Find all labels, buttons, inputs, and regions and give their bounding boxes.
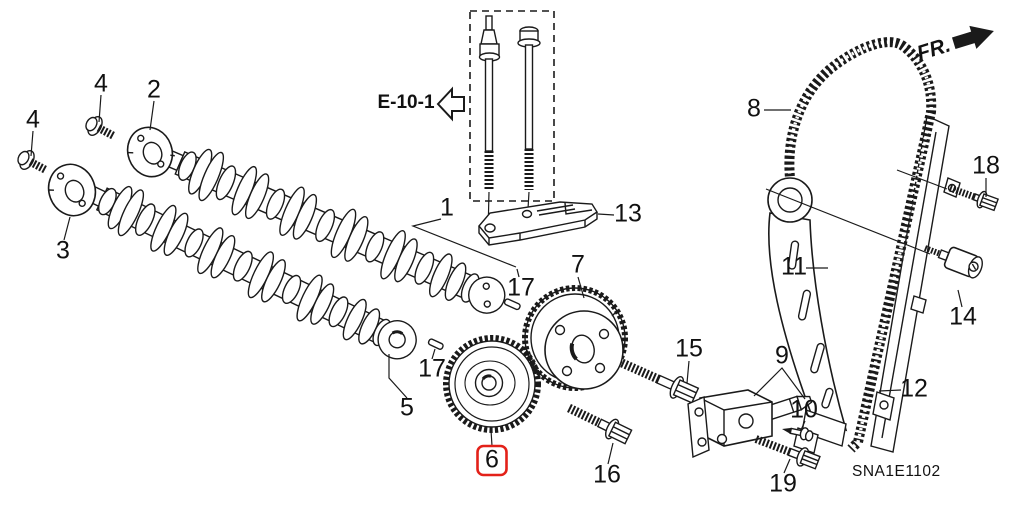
callout-6-highlighted[interactable]: 6 xyxy=(485,446,499,474)
pivot-bolt-14 xyxy=(923,245,983,279)
flange-bolt-4-left xyxy=(17,150,49,174)
flange-bolt-4-mid xyxy=(85,116,117,140)
flange-bolt-15 xyxy=(620,358,700,404)
cam-chain-guide-plate xyxy=(478,201,598,246)
callout-11[interactable]: 11 xyxy=(781,253,807,281)
frame-reference-arrow-icon xyxy=(436,86,465,122)
front-direction-indicator: FR. xyxy=(914,25,994,65)
callouts: 4 4 2 3 1 13 17 7 17 5 6 15 16 8 11 18 1… xyxy=(26,70,1000,498)
long-flange-bolt xyxy=(517,26,541,227)
tensioner-pin-10 xyxy=(782,427,814,442)
chain-tensioner xyxy=(687,389,813,459)
callout-7[interactable]: 7 xyxy=(571,251,585,279)
callout-2[interactable]: 2 xyxy=(147,76,161,104)
callout-19[interactable]: 19 xyxy=(769,470,797,498)
front-direction-arrow-icon xyxy=(951,25,994,49)
dowel-pin-lower xyxy=(427,338,444,350)
cam-chain-guide-a xyxy=(767,177,848,454)
guide-bolt-axis-line xyxy=(896,169,948,190)
cam-end-plate-2 xyxy=(126,126,175,178)
callout-13[interactable]: 13 xyxy=(614,200,642,228)
callout-4-left[interactable]: 4 xyxy=(26,106,40,134)
callout-15[interactable]: 15 xyxy=(675,335,703,363)
vtc-actuator-sprocket xyxy=(522,285,628,391)
callout-3[interactable]: 3 xyxy=(56,237,70,265)
callout-17-upper[interactable]: 17 xyxy=(507,274,535,302)
callout-17-lower[interactable]: 17 xyxy=(418,355,446,383)
callout-12[interactable]: 12 xyxy=(900,375,928,403)
callout-8[interactable]: 8 xyxy=(747,95,761,123)
pivot-bolt-axis-line xyxy=(765,188,931,255)
timing-chain xyxy=(784,37,937,453)
callout-16[interactable]: 16 xyxy=(593,461,621,489)
dashed-reference-box xyxy=(469,10,555,235)
callout-18[interactable]: 18 xyxy=(972,152,1000,180)
callout-14[interactable]: 14 xyxy=(949,303,977,331)
dashed-box-outline xyxy=(469,10,555,202)
callout-1[interactable]: 1 xyxy=(440,194,454,222)
callout-9[interactable]: 9 xyxy=(775,342,789,370)
callout-10[interactable]: 10 xyxy=(790,396,818,424)
leader-lines xyxy=(30,94,987,474)
dowel-pin-upper xyxy=(503,298,521,311)
cam-end-plate-3 xyxy=(47,163,97,217)
frame-reference-label[interactable]: E-10-1 xyxy=(377,92,434,113)
flange-bolt-18 xyxy=(948,184,999,212)
callout-5[interactable]: 5 xyxy=(400,394,414,422)
highlight-box xyxy=(476,444,508,477)
diagram-code: SNA1E1102 xyxy=(852,463,941,480)
cam-sprocket-highlighted xyxy=(443,335,541,433)
callout-4-mid[interactable]: 4 xyxy=(94,70,108,98)
flange-bolt-16 xyxy=(567,403,633,445)
flange-bolt-19 xyxy=(754,435,821,470)
